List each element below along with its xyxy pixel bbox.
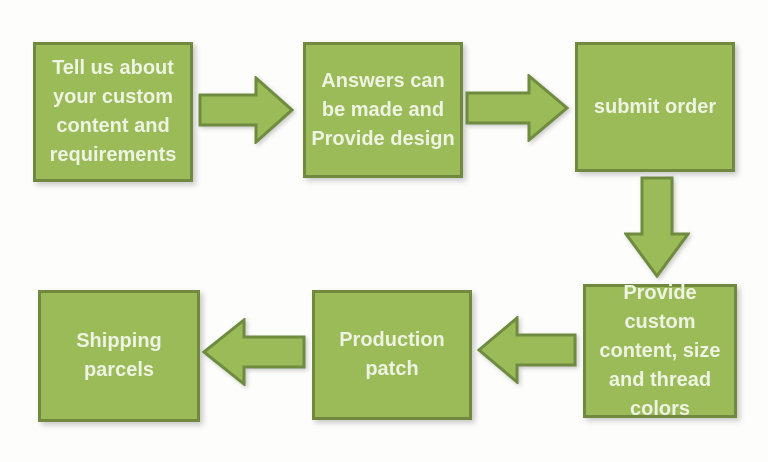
flow-node-step-5: Production patch [312, 290, 472, 420]
flow-node-step-6-label: Shipping parcels [76, 330, 162, 381]
arrow-left-icon [477, 316, 577, 384]
flow-node-step-5-label: Production patch [339, 329, 445, 380]
flow-node-step-6: Shipping parcels [38, 290, 200, 422]
flow-node-step-3-label: submit order [593, 95, 717, 118]
flow-node-step-1: Tell us about your custom content and re… [33, 42, 193, 182]
arrow-left-icon [202, 318, 306, 386]
flow-node-step-2-label: Answers can be made and Provide design [311, 69, 455, 150]
arrow-right-icon [465, 74, 569, 142]
flow-node-step-4-label: Provide custom content, size and thread … [599, 281, 721, 420]
flow-node-step-2: Answers can be made and Provide design [303, 42, 463, 178]
flow-node-step-3: submit order [575, 42, 735, 172]
arrow-right-icon [198, 76, 294, 144]
flow-node-step-4: Provide custom content, size and thread … [583, 282, 737, 420]
flow-node-step-1-label: Tell us about your custom content and re… [49, 57, 177, 166]
arrow-down-icon [624, 176, 690, 278]
